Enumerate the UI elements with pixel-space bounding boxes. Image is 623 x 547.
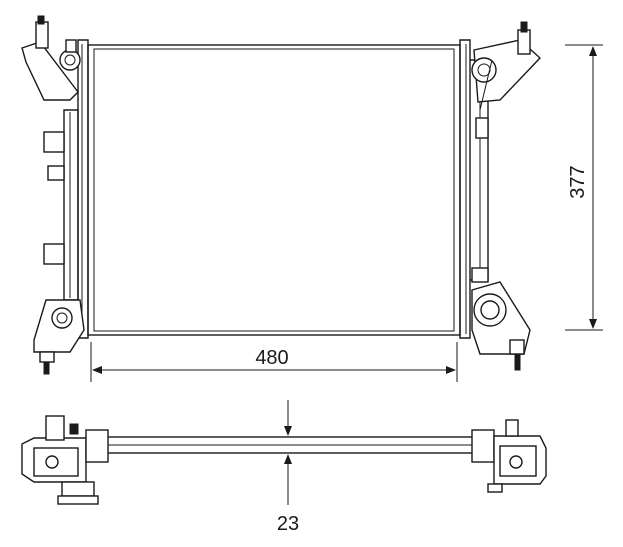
width-dimension: 480: [90, 342, 458, 382]
thickness-dimension: 23: [277, 400, 299, 535]
height-dimension: 377: [565, 44, 603, 331]
right-bottom-bracket: [471, 267, 531, 371]
radiator-top-view: [21, 415, 547, 505]
left-tank: [43, 39, 89, 339]
radiator-core: [87, 44, 461, 336]
top-view-left-tank: [21, 415, 109, 505]
right-top-bracket: [471, 21, 542, 111]
top-view-right-tank: [471, 419, 547, 493]
left-bottom-bracket: [33, 299, 85, 375]
left-top-bracket: [21, 15, 81, 101]
thickness-dimension-label: 23: [277, 513, 299, 535]
height-dimension-label: 377: [567, 165, 589, 198]
radiator-front-view: [21, 15, 542, 375]
width-dimension-label: 480: [255, 347, 288, 369]
right-tank: [459, 39, 489, 339]
